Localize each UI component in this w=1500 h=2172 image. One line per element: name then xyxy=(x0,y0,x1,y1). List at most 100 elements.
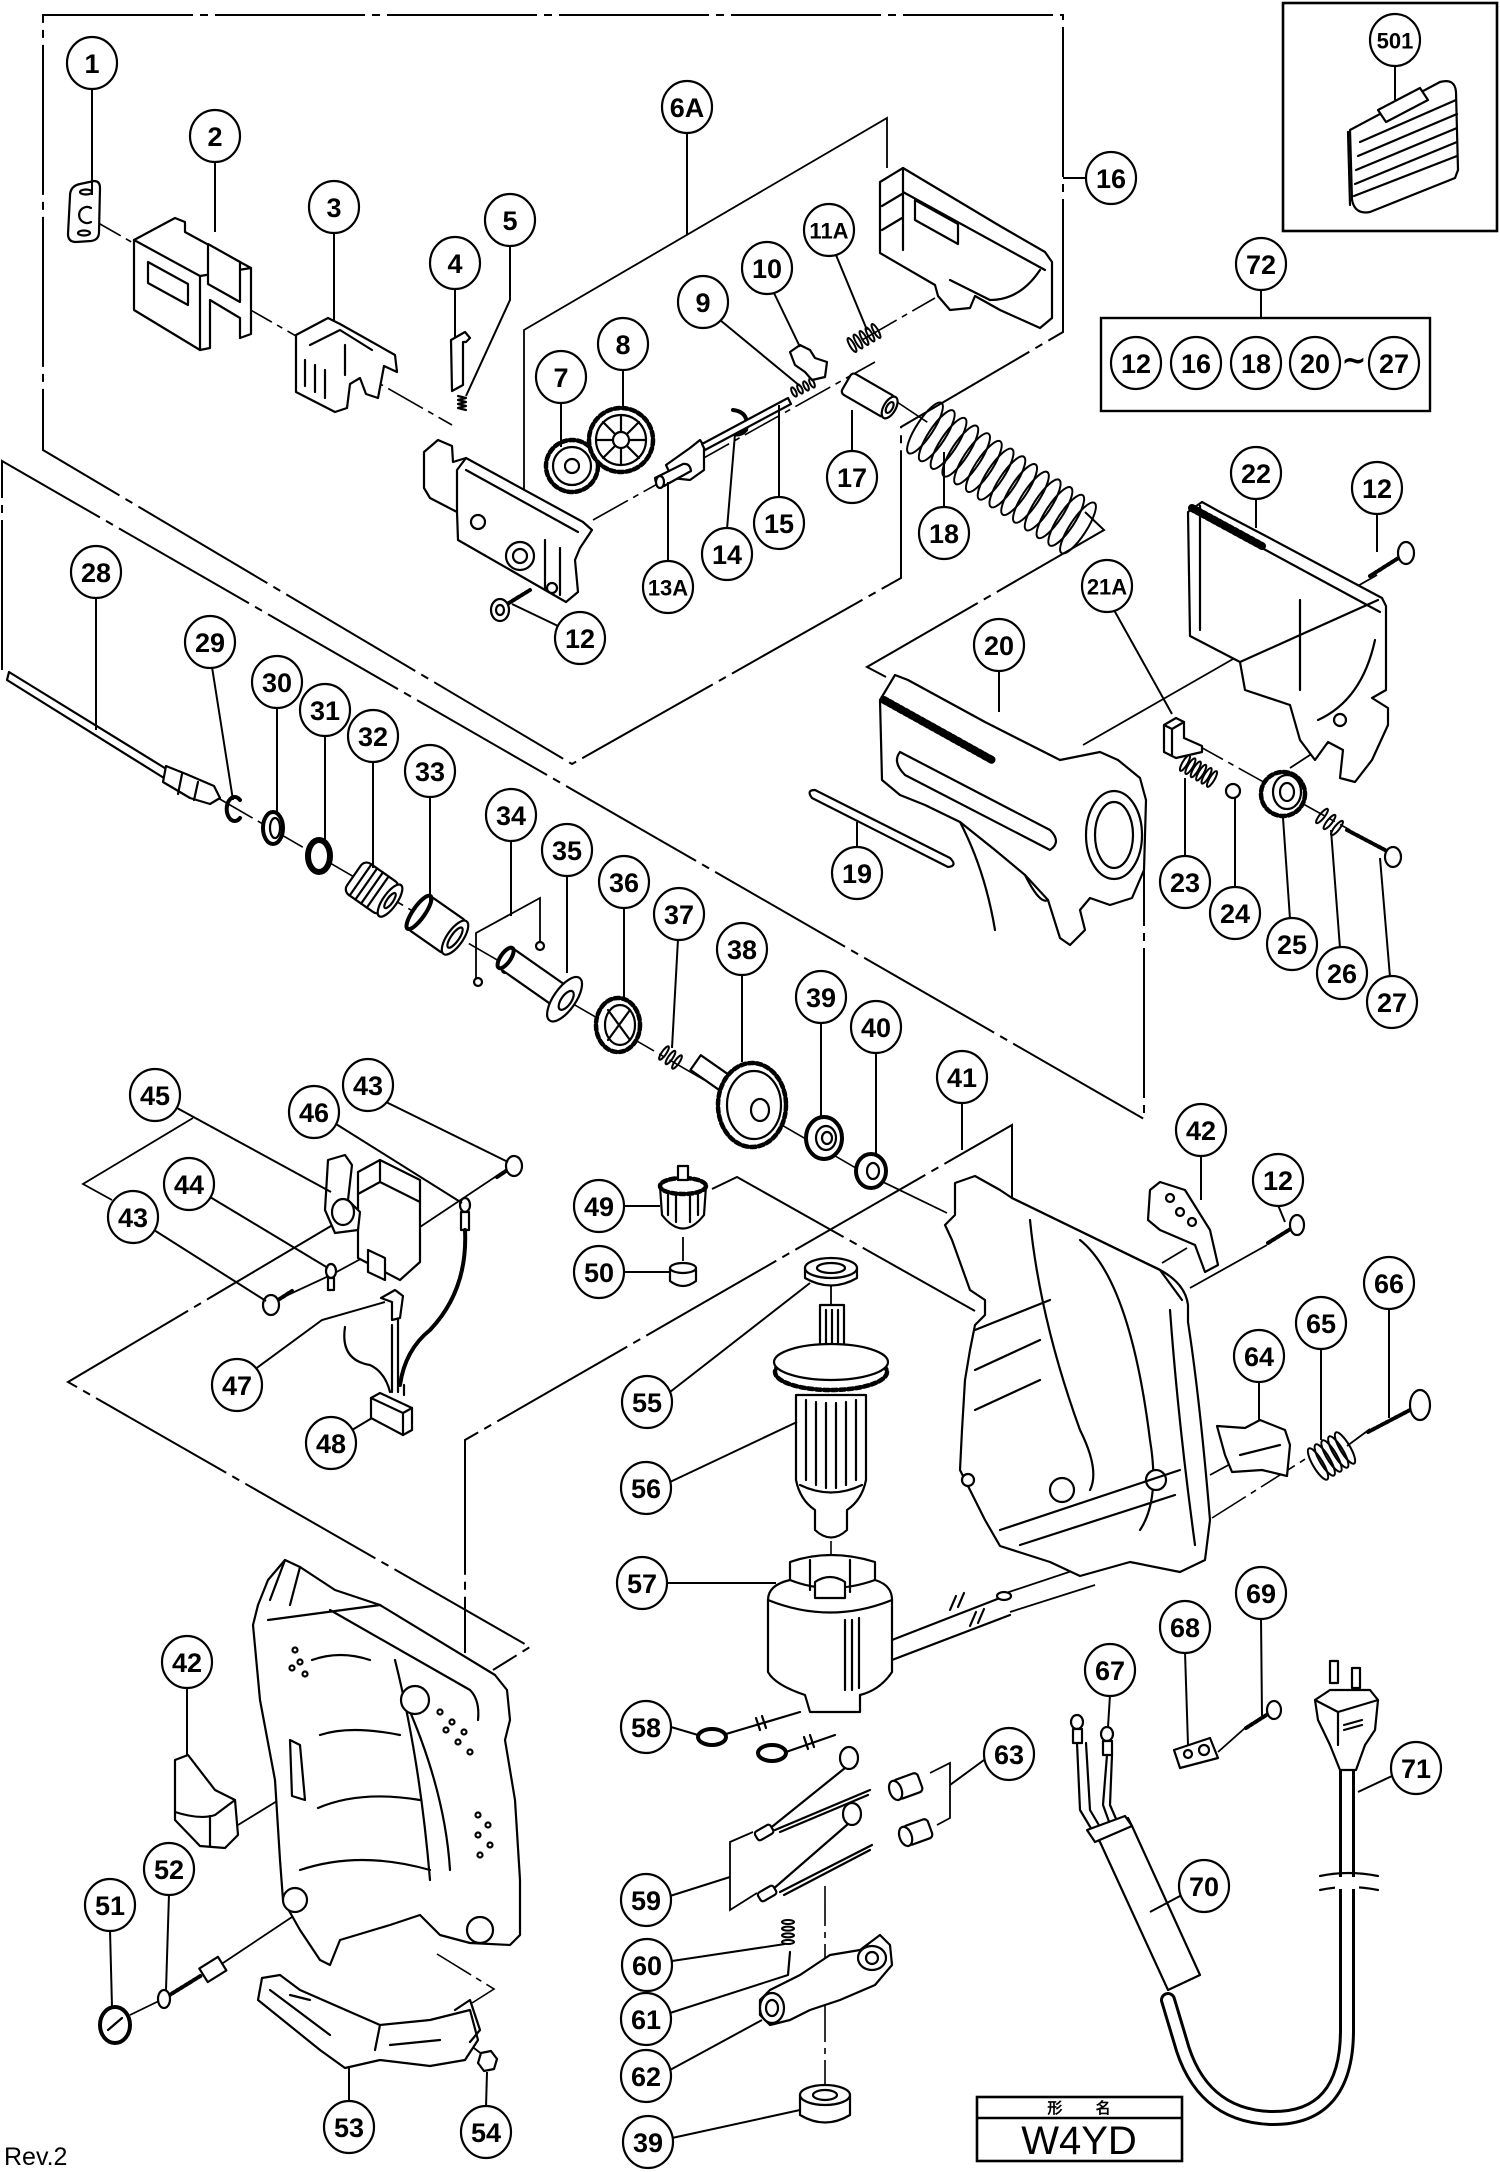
spring-coil xyxy=(1047,493,1086,547)
callout-number: 17 xyxy=(837,463,867,493)
spring-coil xyxy=(846,336,858,354)
axis-line xyxy=(893,399,931,425)
spring-coil xyxy=(664,1049,677,1066)
callout-circle xyxy=(1265,916,1319,972)
leader-line xyxy=(669,1974,789,2014)
callout-circle xyxy=(287,1084,341,1140)
callout-circle xyxy=(553,610,607,666)
callout: 51 xyxy=(83,1877,137,2008)
bracket-18-20 xyxy=(864,511,1106,678)
part-33-sleeve xyxy=(404,893,470,956)
callout-number: 46 xyxy=(299,1098,329,1128)
leader-line xyxy=(253,1301,386,1371)
callout-circle xyxy=(142,1841,196,1897)
spring-coil xyxy=(964,439,1003,493)
axis-line xyxy=(999,1569,1096,1613)
callout: 24 xyxy=(1208,798,1262,941)
callout-number: 27 xyxy=(1377,988,1407,1018)
leader-line xyxy=(669,1282,811,1393)
callout-number: 16 xyxy=(1096,164,1126,194)
callout: 31 xyxy=(298,682,352,842)
callout: 32 xyxy=(346,708,400,868)
part-5-spring xyxy=(456,394,468,412)
part-32-sleeve xyxy=(344,861,404,918)
callout-circle xyxy=(715,921,769,977)
part-55-bearing xyxy=(803,1256,859,1287)
leader-line xyxy=(153,1229,267,1302)
spring-coil xyxy=(1195,763,1208,782)
callout: 46 xyxy=(287,1084,463,1204)
callout: 11A xyxy=(802,202,868,331)
callout-number: 14 xyxy=(712,540,742,570)
callout: 62 xyxy=(619,2019,763,2104)
callout: 12 xyxy=(511,603,607,666)
callout-circle xyxy=(346,708,400,764)
callout: 29 xyxy=(183,614,237,801)
spring-coil xyxy=(852,333,864,350)
callout: 50 xyxy=(572,1244,670,1300)
kit-member: 27 xyxy=(1367,335,1421,391)
leader-line xyxy=(1184,1651,1189,1746)
part-57-stator xyxy=(766,1553,894,1714)
leader-line xyxy=(176,1107,332,1193)
callout-number: 64 xyxy=(1244,1342,1274,1372)
callout: 52 xyxy=(142,1841,196,1991)
part-49-pinion xyxy=(657,1164,709,1230)
callout: 19 xyxy=(830,822,884,901)
callout: 4 xyxy=(428,235,482,338)
spring-coil xyxy=(1327,1435,1350,1469)
callout-circle xyxy=(540,822,594,878)
callout-number: 71 xyxy=(1401,1754,1431,1784)
callout-number: 4 xyxy=(447,249,462,279)
callout-number: 5 xyxy=(502,206,517,236)
leader-line xyxy=(669,1421,798,1483)
part-10-lever xyxy=(788,343,829,382)
leader-line xyxy=(385,1101,509,1163)
callout: 57 xyxy=(615,1555,776,1611)
leader-line xyxy=(773,292,801,348)
part-70-cord-armor xyxy=(1085,1814,1202,1992)
callout-number: 13A xyxy=(648,576,688,601)
callout-circle xyxy=(428,235,482,291)
callout: 43 xyxy=(106,1189,267,1302)
callout: 56 xyxy=(619,1421,798,1516)
callout-number: 59 xyxy=(631,1886,661,1916)
callout: 45 xyxy=(128,1067,332,1193)
part-26-spring xyxy=(1315,807,1344,837)
callout: 3 xyxy=(307,179,361,322)
callout-circle xyxy=(917,505,971,561)
bracket-6A xyxy=(523,116,888,490)
spring-coil xyxy=(1313,1443,1336,1477)
callout-number: 19 xyxy=(842,859,872,889)
callout-circle xyxy=(1234,1565,1288,1621)
callout-number: 57 xyxy=(627,1569,657,1599)
part-37-spring xyxy=(658,1045,683,1070)
callout-circle xyxy=(1234,236,1288,292)
callout: 34 xyxy=(484,787,538,916)
callout-circle xyxy=(619,1991,673,2047)
callout-number: 20 xyxy=(984,631,1014,661)
callout-circle xyxy=(572,1178,626,1234)
callout-number: 8 xyxy=(615,330,630,360)
callout-circle xyxy=(1083,1642,1137,1698)
callout-circle xyxy=(298,682,352,738)
callout: 35 xyxy=(540,822,594,973)
part-48-connector xyxy=(369,1391,414,1437)
bracket-59 xyxy=(729,1831,758,1912)
part-58-terminals xyxy=(696,1710,837,1763)
callout-number: 42 xyxy=(1186,1116,1216,1146)
axis-line xyxy=(1189,1244,1268,1289)
callout: 72 xyxy=(1234,236,1288,318)
part-71-cord xyxy=(1160,1762,1380,2127)
callout: 60 xyxy=(620,1937,786,1993)
title-box-frame xyxy=(975,2095,1184,2163)
part-69-screw xyxy=(1244,1699,1283,1730)
callout: 23 xyxy=(1158,778,1212,910)
callout: 2 xyxy=(188,108,242,232)
callout-circle xyxy=(1169,335,1223,391)
callout-number: 56 xyxy=(631,1474,661,1504)
callout-number: 42 xyxy=(172,1648,202,1678)
callout: 44 xyxy=(162,1156,329,1269)
spring-coil xyxy=(790,386,798,398)
kit-member: 20 xyxy=(1288,335,1342,391)
